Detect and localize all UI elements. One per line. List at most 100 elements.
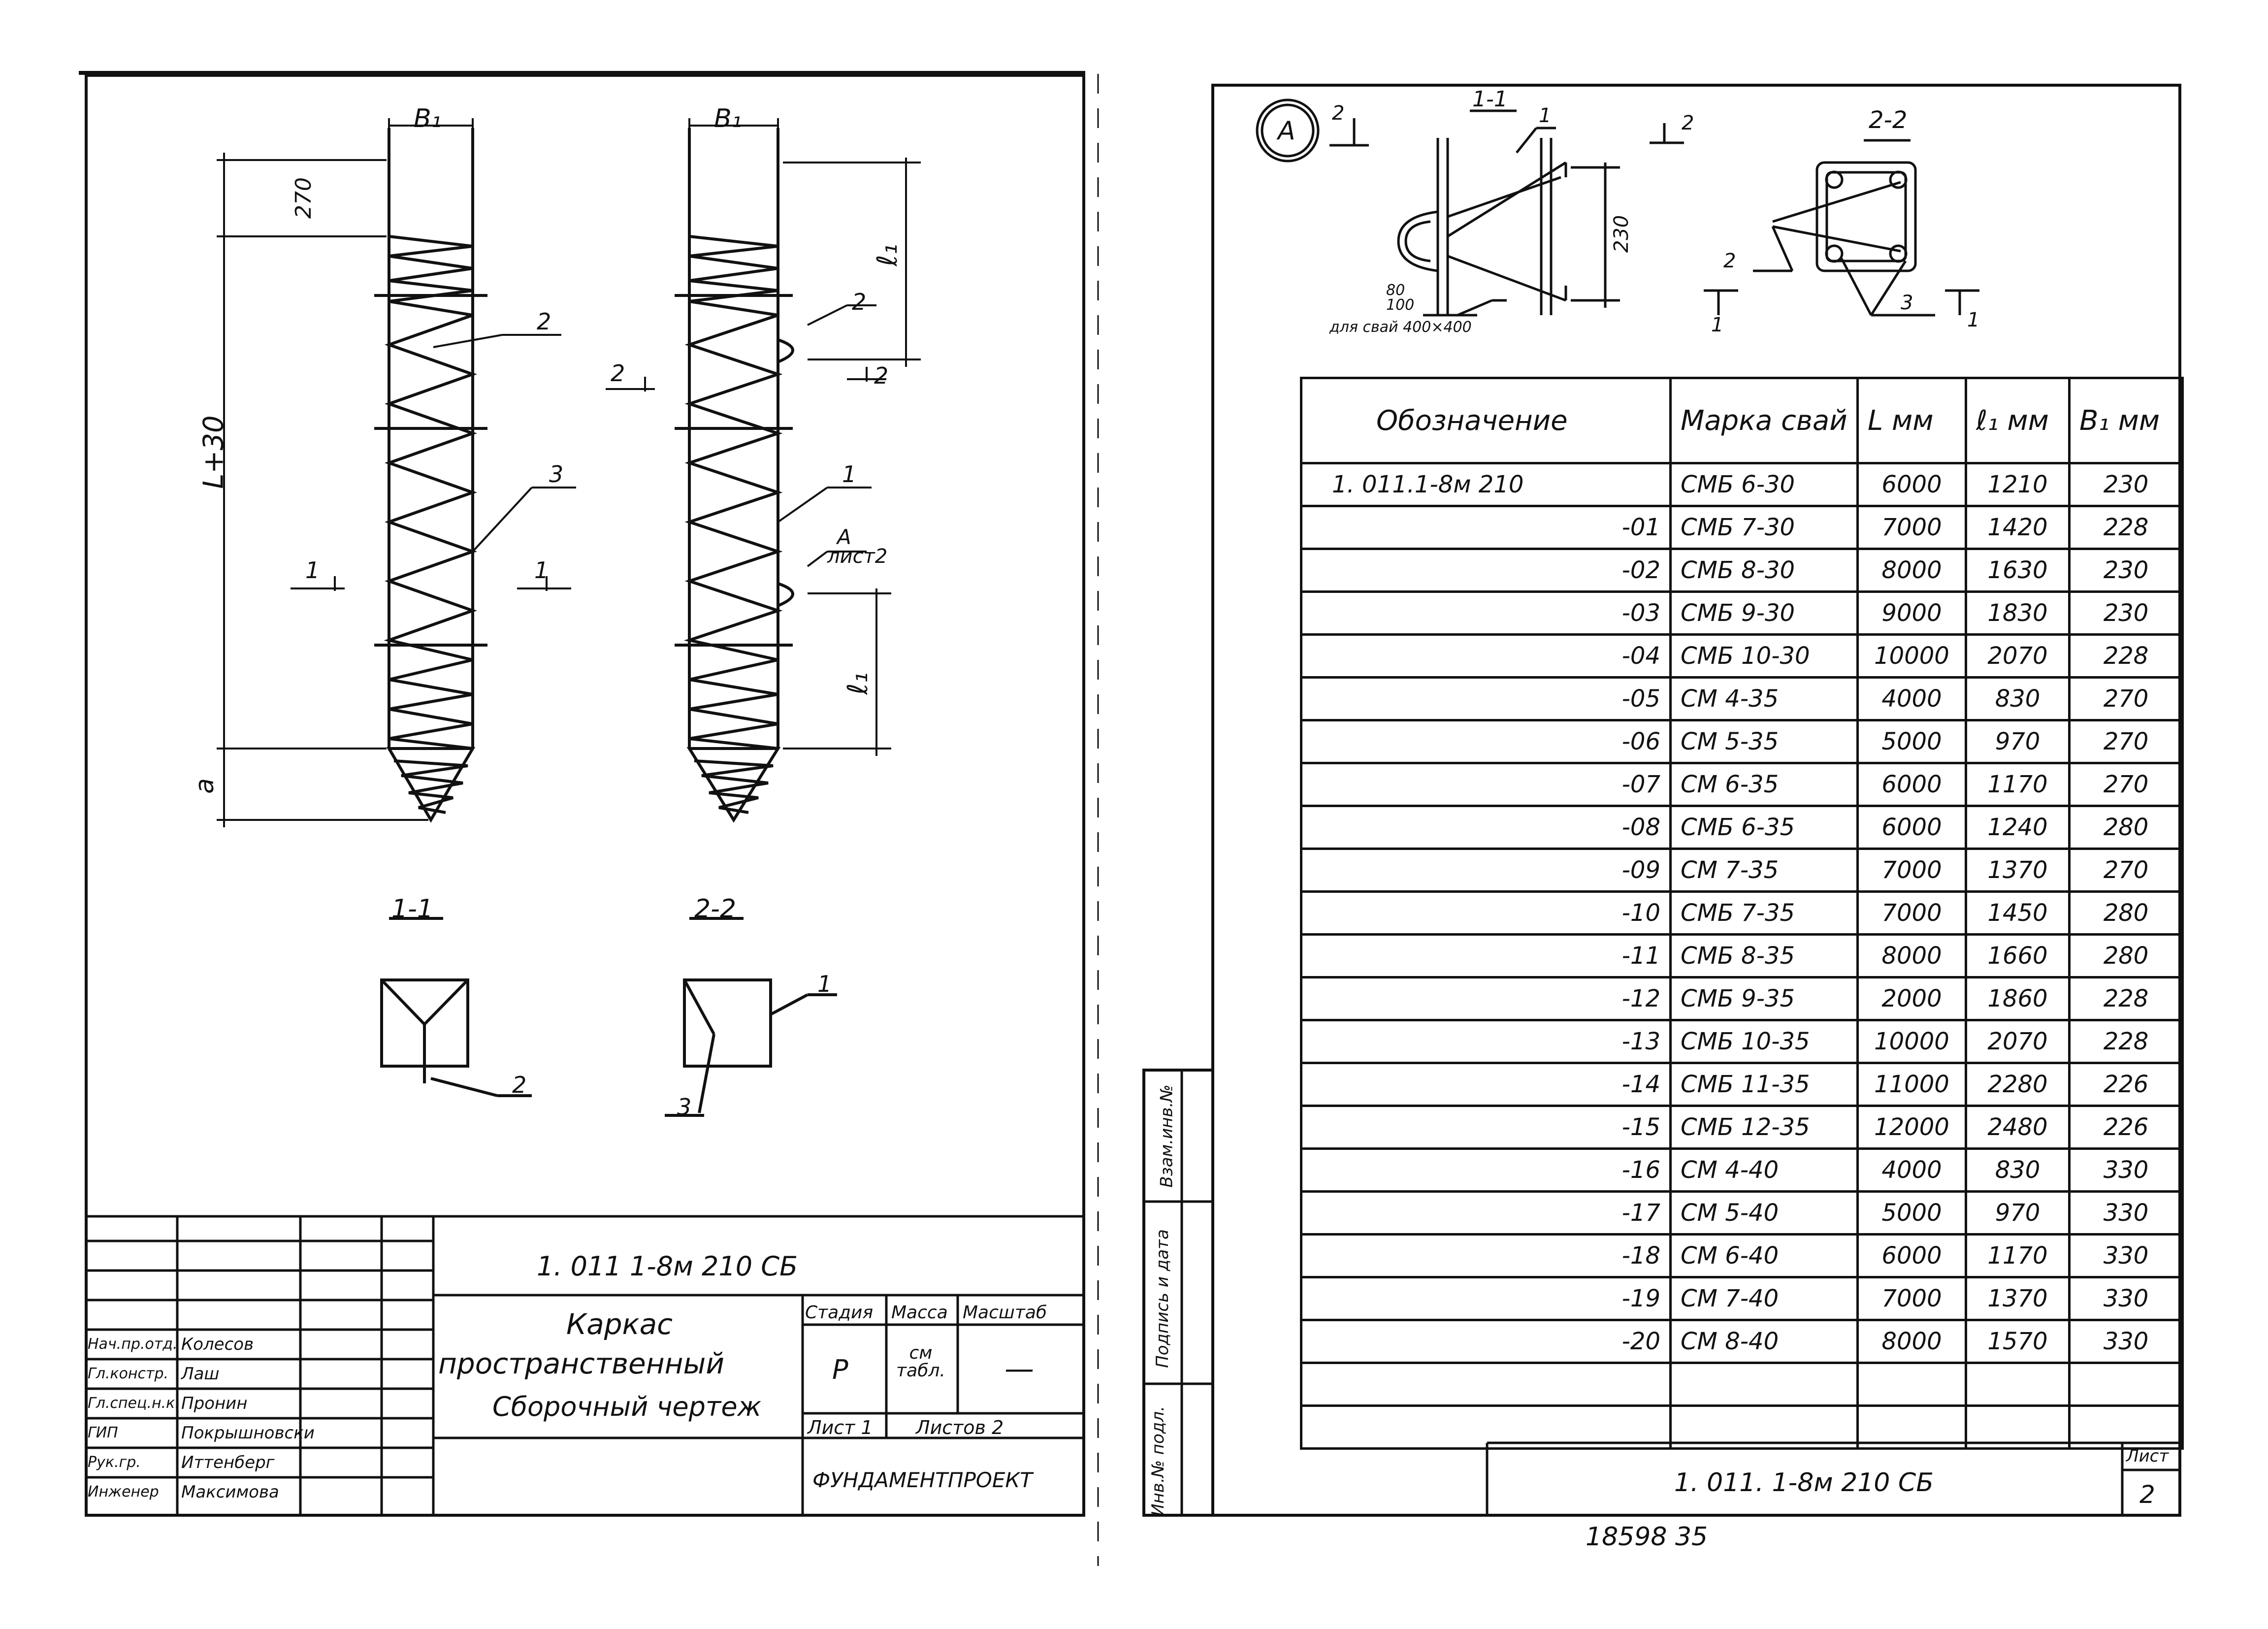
row-designation: -19 xyxy=(1300,1276,1672,1321)
row-designation: -12 xyxy=(1300,976,1672,1021)
detail-dim-100: 100 xyxy=(1386,296,1415,314)
row-mark: СМБ 8-35 xyxy=(1669,933,1859,978)
row-b1: 330 xyxy=(2068,1276,2184,1321)
role-title: Инженер xyxy=(88,1483,159,1500)
section-1-1-drawing xyxy=(380,917,532,1097)
spec-header-row: Обозначение Марка свай L мм ℓ₁ мм B₁ мм xyxy=(1300,377,2184,464)
detail-a-mark: А xyxy=(1278,116,1296,146)
detail-cut-1a: 1 xyxy=(1711,314,1724,336)
row-length: 10000 xyxy=(1856,633,1967,679)
section-1-1-callout: 2 xyxy=(512,1072,527,1098)
spec-row xyxy=(1300,1362,2184,1407)
b1-label-pile1: B₁ xyxy=(414,104,442,133)
bottom-numbers: 18598 35 xyxy=(1586,1522,1708,1552)
title-line-2: пространственный xyxy=(438,1347,725,1380)
callout-a-pile2: А xyxy=(837,525,851,549)
left-sheet-frame xyxy=(85,74,1085,1517)
row-l1: 1370 xyxy=(1965,1276,2071,1321)
detail-2-2-title: 2-2 xyxy=(1869,106,1908,134)
row-designation xyxy=(1300,1362,1672,1407)
row-l1: 2480 xyxy=(1965,1105,2071,1150)
row-l1 xyxy=(1965,1404,2071,1450)
row-b1: 270 xyxy=(2068,719,2184,764)
row-mark: СМБ 7-35 xyxy=(1669,890,1859,936)
detail-1-1-title: 1-1 xyxy=(1472,87,1508,112)
row-l1: 2280 xyxy=(1965,1062,2071,1107)
row-l1: 1830 xyxy=(1965,590,2071,636)
mass-value: см табл. xyxy=(896,1343,945,1381)
row-length: 8000 xyxy=(1856,1319,1967,1364)
header-l1: ℓ₁ мм xyxy=(1965,377,2071,464)
row-l1: 830 xyxy=(1965,1147,2071,1193)
row-mark: СМ 6-40 xyxy=(1669,1233,1859,1278)
row-designation: 1. 011.1-8м 210 xyxy=(1300,462,1672,507)
row-designation: -18 xyxy=(1300,1233,1672,1278)
row-mark: СМБ 6-35 xyxy=(1669,805,1859,850)
row-designation: -08 xyxy=(1300,805,1672,850)
row-length: 11000 xyxy=(1856,1062,1967,1107)
row-mark: СМ 4-35 xyxy=(1669,676,1859,721)
row-designation: -15 xyxy=(1300,1105,1672,1150)
row-length: 6000 xyxy=(1856,805,1967,850)
row-length: 6000 xyxy=(1856,762,1967,807)
row-l1: 2070 xyxy=(1965,633,2071,679)
pile-view-1 xyxy=(374,128,487,823)
row-length: 8000 xyxy=(1856,548,1967,593)
detail-cut-1b: 1 xyxy=(1967,309,1980,331)
row-b1: 230 xyxy=(2068,590,2184,636)
detail-callout-1: 1 xyxy=(1539,104,1552,127)
section-2-2-title: 2-2 xyxy=(694,894,736,924)
role-name: Иттенберг xyxy=(181,1453,275,1472)
mass-label: Масса xyxy=(891,1303,948,1323)
callout-1-pile2: 1 xyxy=(842,461,857,488)
row-b1 xyxy=(2068,1404,2184,1450)
row-length: 4000 xyxy=(1856,676,1967,721)
row-mark: СМБ 6-30 xyxy=(1669,462,1859,507)
row-b1: 280 xyxy=(2068,933,2184,978)
header-designation: Обозначение xyxy=(1300,377,1672,464)
spec-row xyxy=(1300,1404,2184,1450)
row-length: 7000 xyxy=(1856,505,1967,550)
row-designation: -17 xyxy=(1300,1190,1672,1236)
row-l1: 2070 xyxy=(1965,1019,2071,1064)
row-designation: -16 xyxy=(1300,1147,1672,1193)
row-l1: 1570 xyxy=(1965,1319,2071,1364)
row-b1: 230 xyxy=(2068,462,2184,507)
header-b1: B₁ мм xyxy=(2068,377,2184,464)
role-name: Лаш xyxy=(181,1364,220,1384)
row-l1: 970 xyxy=(1965,719,2071,764)
row-length: 12000 xyxy=(1856,1105,1967,1150)
stage-value: Р xyxy=(832,1354,848,1385)
side-label-signature: Подпись и дата xyxy=(1152,1229,1172,1368)
row-l1: 1210 xyxy=(1965,462,2071,507)
row-designation: -14 xyxy=(1300,1062,1672,1107)
footer-sheet-label: Лист xyxy=(2126,1446,2169,1466)
row-b1: 228 xyxy=(2068,633,2184,679)
row-mark: СМБ 7-30 xyxy=(1669,505,1859,550)
row-l1: 1630 xyxy=(1965,548,2071,593)
cut-2-right: 2 xyxy=(874,362,889,389)
row-length: 4000 xyxy=(1856,1147,1967,1193)
detail-cut-2b: 2 xyxy=(1682,112,1694,134)
cut-1-left: 1 xyxy=(305,557,320,584)
row-b1: 230 xyxy=(2068,548,2184,593)
sheet-label: Лист 1 xyxy=(808,1417,873,1438)
row-designation: -04 xyxy=(1300,633,1672,679)
row-b1 xyxy=(2068,1362,2184,1407)
row-b1: 280 xyxy=(2068,805,2184,850)
section-1-1-title: 1-1 xyxy=(391,894,433,924)
row-length: 5000 xyxy=(1856,719,1967,764)
row-mark xyxy=(1669,1362,1859,1407)
row-l1: 1450 xyxy=(1965,890,2071,936)
